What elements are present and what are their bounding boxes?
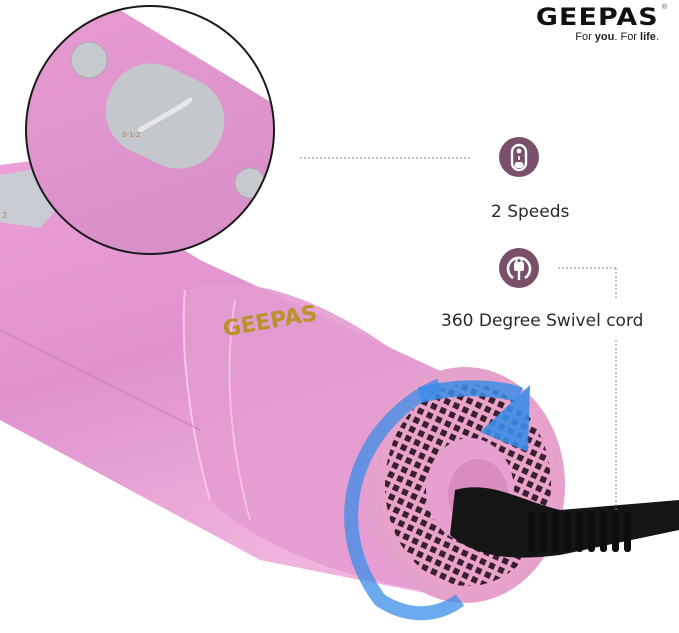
svg-text:2: 2 [2, 211, 7, 220]
feature-label-swivel-cord: 360 Degree Swivel cord [441, 311, 644, 331]
brand-tagline: For you. For life. [575, 31, 659, 43]
svg-text:0-1-2: 0-1-2 [122, 131, 140, 139]
zoom-inset: 0-1-2 [26, 6, 274, 254]
brand-name: GEEPAS [536, 3, 659, 31]
registered-mark: ® [661, 4, 667, 11]
feature-label-speeds: 2 Speeds [491, 202, 570, 222]
speed-switch-icon [499, 137, 539, 177]
power-plug-icon [499, 248, 539, 288]
brand-logo: GEEPAS ® For you. For life. [536, 4, 667, 43]
